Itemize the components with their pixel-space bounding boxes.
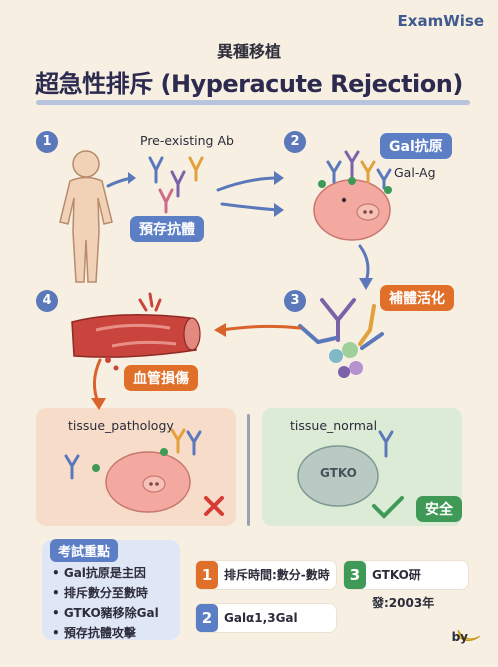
arrow-4	[220, 324, 302, 332]
exam-bullet: • GTKO豬移除Gal	[52, 606, 159, 620]
step-4-badge: 4	[36, 290, 58, 312]
exam-points-heading: 考試重點	[50, 539, 119, 562]
arrow-2a	[216, 176, 280, 192]
complement-cluster-icon	[298, 298, 384, 350]
pre-existing-antibody-tag: 預存抗體	[130, 216, 204, 242]
fact-number: 2	[196, 604, 218, 632]
panel-divider	[247, 414, 250, 526]
complement-protein-icon	[329, 342, 363, 378]
exam-bullet-list: • Gal抗原是主因 • 排斥數分至數時 • GTKO豬移除Gal • 預存抗體…	[52, 564, 159, 641]
safe-tag: 安全	[416, 496, 462, 522]
fact-card-gtko-year: 3 GTKO研發:2003年	[344, 561, 468, 610]
gtko-cell-icon	[297, 445, 379, 507]
gal-antigen-tag: Gal抗原	[380, 133, 452, 159]
fact-number: 1	[196, 561, 218, 589]
vascular-damage-tag: 血管損傷	[124, 365, 198, 391]
pathology-cell-icon	[64, 428, 202, 513]
fact-card-rejection-time: 1 排斥時間:數分-數時	[196, 561, 336, 589]
human-figure-icon	[59, 150, 113, 283]
free-antibody-normal-icon	[378, 430, 394, 458]
banana-icon	[457, 629, 481, 642]
exam-bullet: • Gal抗原是主因	[52, 566, 146, 580]
page-title: 超急性排斥 (Hyperacute Rejection)	[35, 70, 463, 98]
antibody-cluster-icon	[148, 156, 204, 214]
exam-bullet: • 預存抗體攻擊	[52, 626, 136, 640]
fact-number: 3	[344, 561, 366, 589]
step-1-badge: 1	[36, 131, 58, 153]
brand-logo: ExamWise	[397, 12, 484, 30]
damaged-vessel-icon	[71, 292, 201, 371]
pig-cell-icon	[313, 150, 392, 241]
tissue-pathology-label: tissue_pathology	[68, 418, 174, 433]
step-3-badge: 3	[284, 290, 306, 312]
title-underline	[36, 100, 470, 105]
check-icon	[372, 496, 404, 519]
gal-ag-label: Gal-Ag	[394, 165, 436, 180]
exam-bullet: • 排斥數分至數時	[52, 586, 148, 600]
fact-card-gal-antigen: 2 Galα1,3Gal	[196, 604, 336, 632]
step-2-badge: 2	[284, 131, 306, 153]
subtitle: 異種移植	[216, 42, 281, 61]
pre-existing-ab-label: Pre-existing Ab	[140, 133, 234, 148]
tissue-normal-label: tissue_normal	[290, 418, 378, 433]
arrow-2b	[220, 202, 280, 212]
author-credit: by	[451, 630, 468, 644]
fact-text: Galα1,3Gal	[224, 611, 298, 625]
fact-text: 排斥時間:數分-數時	[224, 568, 330, 582]
arrow-3	[358, 244, 370, 284]
gtko-cell-label: GTKO	[320, 466, 357, 480]
arrow-5	[93, 358, 102, 404]
complement-activation-tag: 補體活化	[380, 285, 454, 311]
fact-text: GTKO研發:2003年	[372, 568, 435, 610]
reject-cross-icon	[204, 496, 224, 516]
